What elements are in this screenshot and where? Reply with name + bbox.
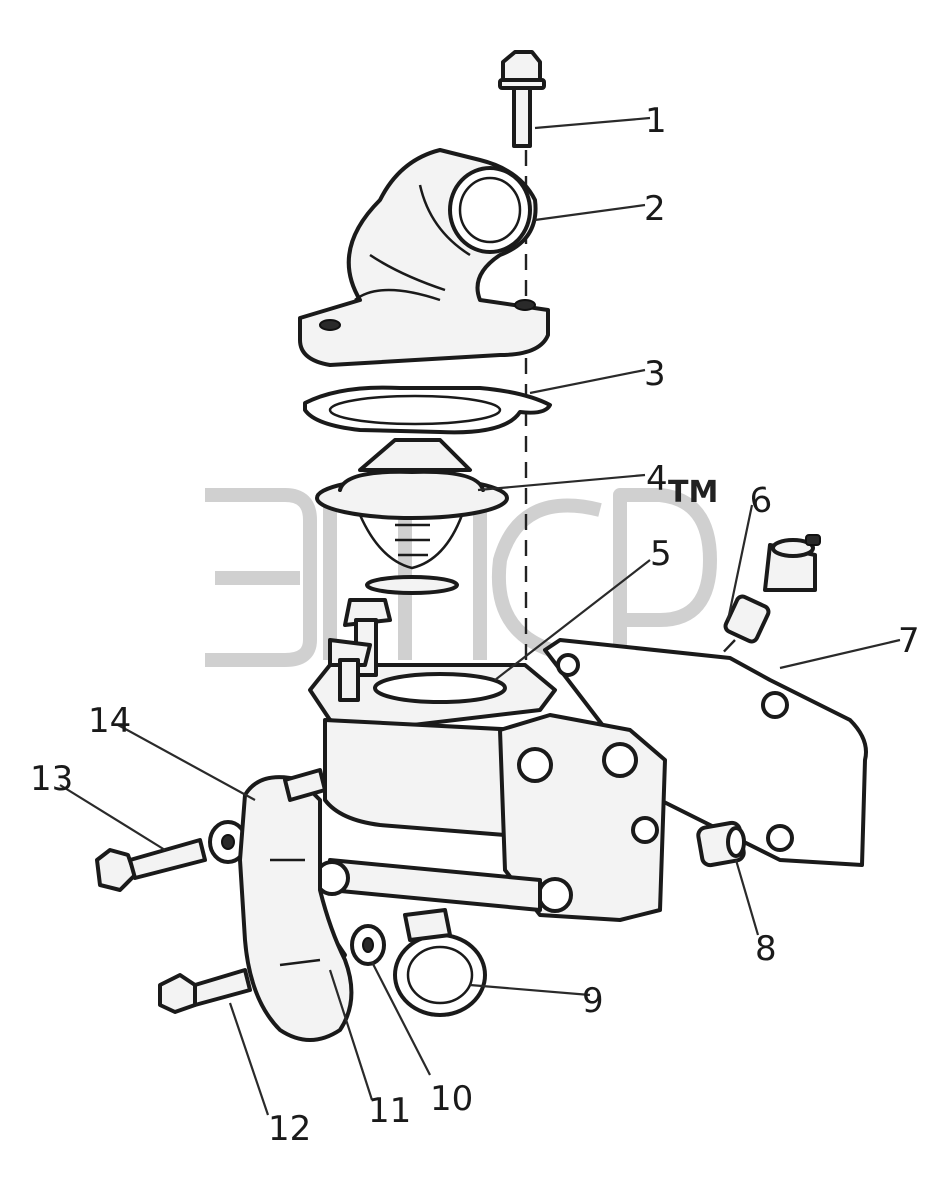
callout-8: 8 — [755, 929, 777, 969]
callout-11: 11 — [368, 1091, 411, 1131]
washer-13 — [208, 820, 248, 864]
housing-bolts — [328, 598, 392, 702]
trademark-label: ТМ — [668, 475, 718, 510]
callout-2: 2 — [644, 189, 666, 229]
part-4-thermostat — [315, 438, 509, 570]
callout-3: 3 — [644, 354, 666, 394]
part-8-spacer — [696, 820, 746, 868]
part-12-bolt — [158, 968, 252, 1014]
thermostat-housing — [308, 663, 667, 922]
part-5-seal-ring — [365, 575, 459, 595]
callout-13: 13 — [30, 759, 73, 799]
leader-lines — [59, 116, 901, 1116]
callout-9: 9 — [582, 981, 604, 1021]
part-6-sensor — [723, 534, 821, 644]
part-14-hose — [238, 768, 354, 1042]
part-7-cover-gasket — [543, 638, 868, 867]
part-13-bolt — [95, 838, 207, 892]
callout-5: 5 — [650, 534, 672, 574]
callout-12: 12 — [268, 1109, 311, 1149]
part-9-hose-clamp — [393, 908, 487, 1017]
part-1-bolt — [498, 50, 546, 148]
callout-14: 14 — [88, 701, 131, 741]
callout-4: 4 — [646, 459, 668, 499]
callout-1: 1 — [645, 101, 667, 141]
part-2-outlet-elbow — [298, 148, 550, 367]
callout-7: 7 — [898, 621, 920, 661]
part-3-gasket — [303, 385, 552, 435]
part-10-washer — [350, 924, 386, 966]
callout-6: 6 — [747, 479, 775, 522]
callout-10: 10 — [430, 1079, 473, 1119]
callout-labels: 1 2 3 4 5 6 7 8 9 10 11 12 13 14 — [30, 101, 920, 1149]
